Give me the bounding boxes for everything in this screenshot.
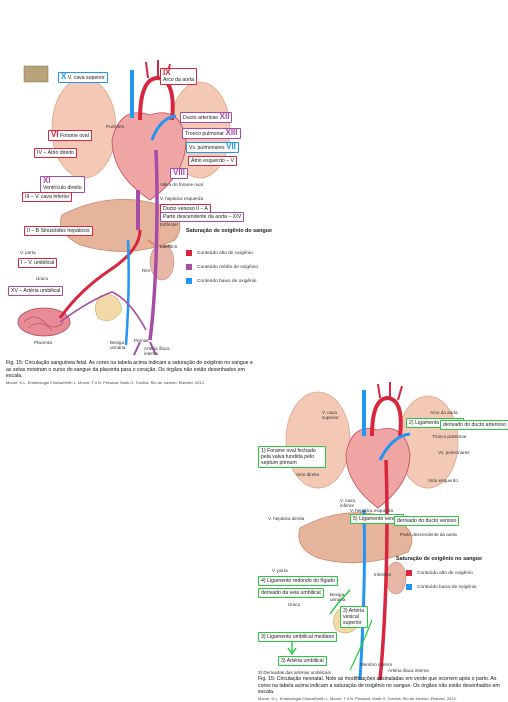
n-label-vcava: V. cava superior (322, 410, 339, 420)
n-label-3b: 3) Ligamento umbilical mediano (258, 632, 338, 642)
label-xii: Ducto arterioso XII (180, 112, 233, 123)
blue-vein-left (124, 239, 130, 346)
lig-umbilical-artery-line (349, 619, 373, 671)
label-iliaca: Artéria ilíaca interna (144, 346, 170, 356)
n-label-vv-pulm: Vv. pulmonares (438, 450, 470, 455)
neonatal-aortic-arch (370, 395, 403, 437)
label-pernas: Pernas (134, 338, 149, 343)
label-i: I – V. umbilical (18, 258, 58, 268)
label-placenta: Placenta (34, 340, 52, 345)
n-label-4: 4) Ligamento redondo do fígado (258, 576, 338, 586)
umbilical-artery (59, 291, 147, 331)
n-label-vcava-inf: V. cava inferior (340, 498, 355, 508)
neonatal-caption: Fig. 15: Circulação neonatal. Note as mo… (258, 676, 500, 701)
fetal-legend-title: Saturação de oxigênio do sangue (186, 228, 272, 234)
label-xiv: Parte descendente da aorta – XIV (160, 212, 245, 222)
swatch-medium (186, 264, 192, 270)
n-label-bexiga: Bexiga urinária (330, 592, 346, 602)
n-label-parte-desc: Parte descendente da aorta (400, 532, 457, 537)
fetal-legend-item: Conteúdo médio de oxigênio (186, 264, 258, 270)
neonatal-credit: Moore, K.L. Embriologia Clínica/Keith L.… (258, 695, 457, 701)
n-label-3a: 3) Artéria vesical superior (340, 606, 368, 628)
kidney-shape (149, 243, 175, 281)
label-urac: Úraco (36, 276, 49, 281)
pulmonary-trunk (150, 114, 177, 141)
label-iii: III – V. cava inferior (22, 192, 73, 202)
n-label-membro: Membro inferior (360, 662, 393, 667)
n-label-vporta: V. porta (272, 568, 288, 573)
neonatal-kidney (385, 561, 407, 595)
n-label-iliaca: Artéria ilíaca interna (388, 668, 429, 673)
n-label-1: 1) Forame oval fechado pela valva fundid… (258, 446, 326, 468)
down-arrow-icon (287, 640, 297, 656)
neonatal-ivc (358, 509, 366, 681)
label-v: Átrio esquerdo – V (188, 156, 237, 166)
label-intestino: Intestino (160, 244, 178, 249)
swatch-low (186, 278, 192, 284)
label-ii-b: II – B Sinusóides hepáticos (24, 226, 93, 236)
n-label-intestino: Intestino (374, 572, 392, 577)
label-esfincter: Esfíncter (160, 222, 179, 227)
label-vii: Vv. pulmonares VII (186, 142, 239, 153)
label-pulmoes: Pulmões (106, 124, 124, 129)
n-label-atrio-dir: Átrio direito (296, 472, 320, 477)
label-viii: VIII (170, 168, 189, 179)
n-label-derivado-ducto-ven: derivado do ducto venoso (394, 516, 460, 526)
label-vporta: V. porta (20, 250, 36, 255)
n-label-3c: 3) Artéria umbilical (278, 656, 327, 666)
n-label-vhep-dir: V. hepática direita (268, 516, 305, 521)
lig-umbilical-line (329, 589, 351, 615)
fetal-credit: Moore, K.L. Embriologia Clínica/Keith L.… (6, 379, 205, 385)
label-valva: Valva do forame oval (160, 182, 203, 187)
neonatal-liver (298, 512, 413, 564)
n-label-arco: Arco da aorta (430, 410, 458, 415)
label-rim: Rim (142, 268, 151, 273)
intestine-shape (147, 239, 171, 248)
n-label-derivadas: 3) Derivadas das artérias umbilicais (258, 670, 331, 675)
n-swatch-high (406, 570, 412, 576)
descending-aorta (148, 149, 159, 341)
neonatal-pulmonary-trunk (378, 432, 411, 461)
label-vi: VI Forame oval (48, 130, 92, 141)
neonatal-legend-title: Saturação de oxigênio no sangue (396, 556, 482, 562)
n-label-derivado-veia: derivado da veia umbilical (258, 588, 324, 598)
n-label-derivado-ducto-art: derivado do ducto arterioso (440, 420, 508, 430)
label-xv: XV – Artéria umbilical (8, 286, 64, 296)
neonatal-descending-aorta (378, 459, 389, 681)
n-swatch-low (406, 584, 412, 590)
label-iv: IV – Átrio direito (34, 148, 77, 158)
label-vhep-esq: V. hepática esquerda (160, 196, 203, 201)
n-label-vhep-esq: V. hepática esquerda (350, 508, 393, 513)
fetal-legend-item: Conteúdo baixo de oxigênio (186, 278, 256, 284)
neonatal-legend-item: Conteúdo alto de oxigênio (406, 570, 473, 576)
label-x: X V. cava superior (58, 72, 108, 83)
liver-shape (60, 198, 181, 252)
book-thumbnail-icon (23, 65, 49, 83)
neonatal-circulation-diagram: V. cava superior Arco da aorta 2) Ligame… (0, 380, 508, 701)
label-bexiga: Bexiga urinária (110, 340, 126, 350)
label-xiii: Tronco pulmonar XIII (182, 128, 241, 139)
n-label-atrio-esq: Átrio esquerdo (428, 478, 458, 483)
n-label-tronco: Tronco pulmonar (432, 434, 467, 439)
fetal-caption: Fig. 15: Circulação sanguínea fetal. As … (6, 360, 253, 385)
bladder-shape (95, 294, 123, 321)
heart-shape (111, 112, 187, 201)
umbilical-vein (58, 229, 142, 319)
swatch-high (186, 250, 192, 256)
n-label-urac: Úraco (288, 602, 301, 607)
neonatal-heart (345, 428, 411, 509)
fetal-legend-item: Conteúdo alto de oxigênio (186, 250, 253, 256)
neonatal-legend-item: Conteúdo baixo de oxigênio (406, 584, 476, 590)
